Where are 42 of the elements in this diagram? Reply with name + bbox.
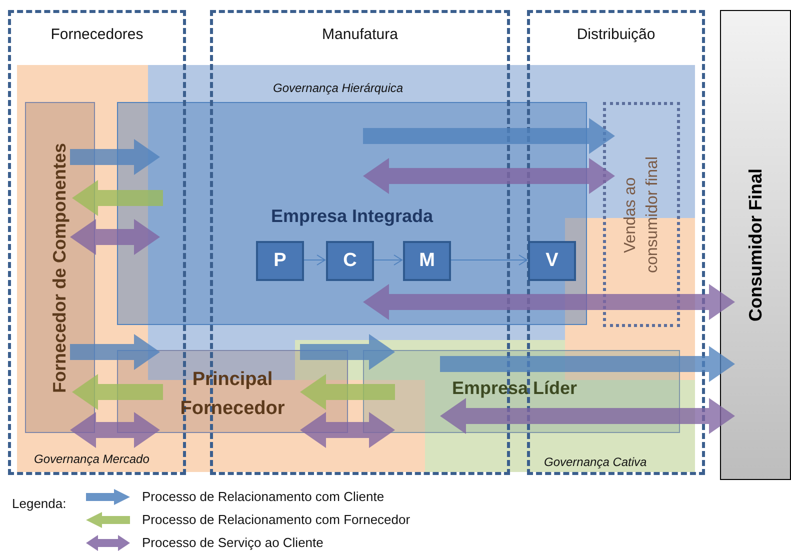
process-arrow <box>300 412 395 448</box>
process-arrow <box>70 334 160 370</box>
step-letter: M <box>418 248 436 273</box>
region-label: Governança Mercado <box>34 451 150 468</box>
column-heading: Distribuição <box>576 25 656 45</box>
flow-arrow <box>302 254 326 266</box>
process-arrow <box>300 334 395 370</box>
process-arrow <box>363 284 735 320</box>
process-step-box <box>326 241 374 281</box>
customer-name: Consumidor Final <box>744 168 766 322</box>
legend-text: Processo de Serviço ao Cliente <box>142 534 324 551</box>
process-arrow <box>440 346 735 382</box>
process-arrow <box>72 180 163 216</box>
process-arrow <box>72 374 163 410</box>
legend-title: Legenda: <box>12 495 66 513</box>
process-arrow <box>70 139 160 175</box>
step-letter: P <box>272 248 288 273</box>
legend-text: Processo de Relacionamento com Cliente <box>142 488 384 506</box>
step-letter: C <box>342 248 358 273</box>
column-heading: Manufatura <box>321 25 399 45</box>
legend-text: Processo de Relacionamento com Fornecedor <box>142 511 410 529</box>
process-arrow <box>70 219 160 255</box>
flow-arrow <box>372 254 402 266</box>
company-name: Empresa Líder <box>452 377 578 400</box>
process-arrow <box>440 398 735 434</box>
process-arrow <box>363 118 615 154</box>
process-step-box <box>256 241 304 281</box>
process-arrow <box>300 374 395 410</box>
customer-box <box>720 10 791 480</box>
process-arrow <box>363 158 615 194</box>
company-name: Fornecedor de Componentes <box>48 142 70 393</box>
sales-text: Vendas ao consumidor final <box>620 155 662 275</box>
region-label: Governança Cativa <box>544 454 647 471</box>
company-name: Empresa Integrada <box>270 205 434 228</box>
process-step-box <box>403 241 451 281</box>
process-arrow <box>70 412 160 448</box>
step-letter: V <box>544 248 560 273</box>
company-name: Principal Fornecedor <box>179 368 286 421</box>
region-label: Governança Hierárquica <box>273 80 404 97</box>
flow-arrow <box>450 254 528 266</box>
process-step-box <box>528 241 576 281</box>
column-heading: Fornecedores <box>50 25 144 45</box>
